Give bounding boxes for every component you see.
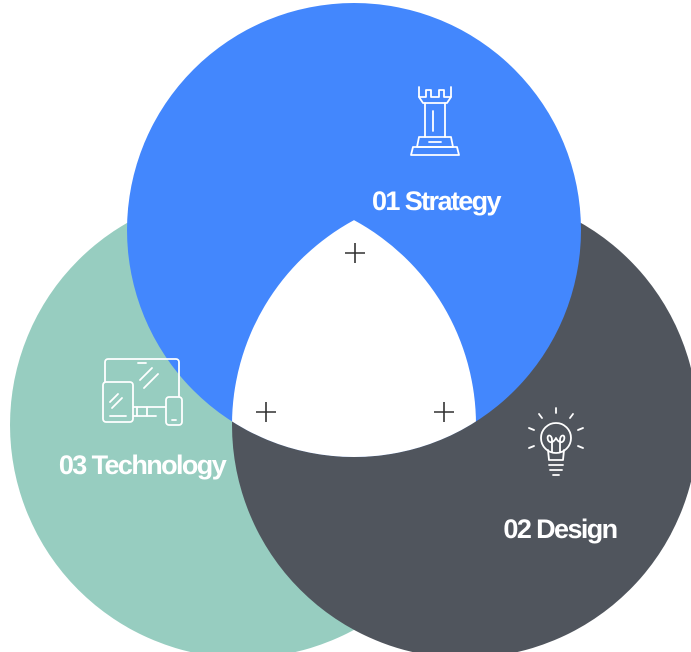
design-label: 02 Design	[503, 514, 616, 544]
chess-rook-icon	[410, 86, 460, 156]
intersection-region	[231, 220, 477, 457]
technology-label: 03 Technology	[59, 450, 227, 480]
cross-marker-top	[345, 243, 365, 263]
devices-icon	[102, 358, 183, 426]
cross-marker-left	[256, 402, 276, 422]
light-bulb-icon	[528, 407, 584, 476]
strategy-label: 01 Strategy	[372, 186, 502, 216]
cross-marker-right	[434, 402, 454, 422]
